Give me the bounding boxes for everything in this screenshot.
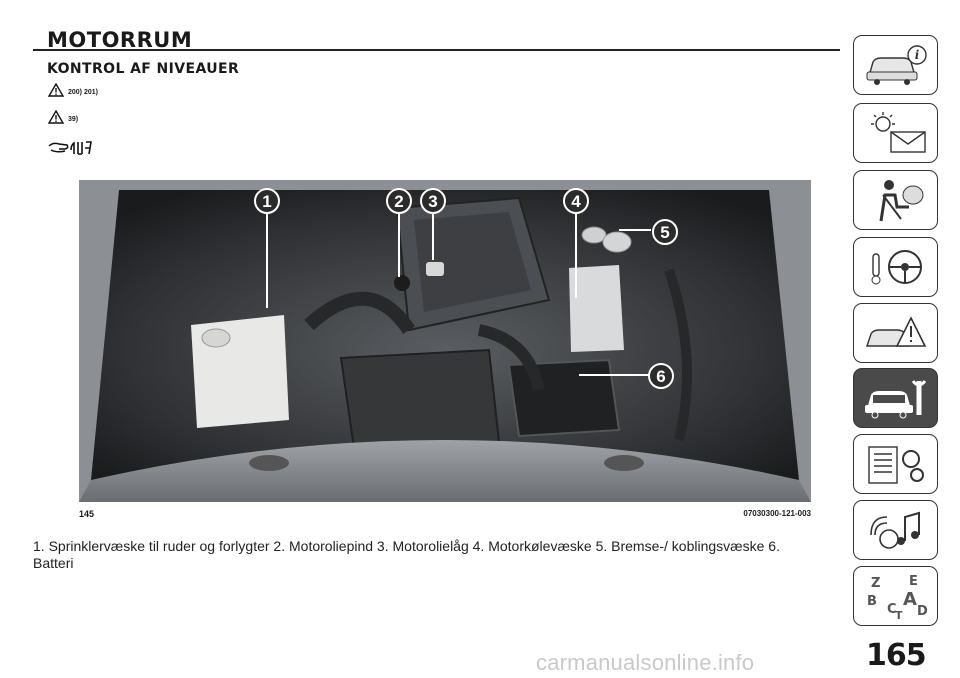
tab-lights-warnings[interactable] xyxy=(853,103,938,163)
page-number: 165 xyxy=(866,638,927,673)
callout-4: 4 xyxy=(563,188,589,214)
figure-caption: 1. Sprinklervæske til ruder og forlygter… xyxy=(33,538,780,571)
warning-reference-row: 200) 201) xyxy=(48,83,98,97)
index-letter: B xyxy=(867,594,877,609)
tab-emergency[interactable] xyxy=(853,303,938,363)
callout-1: 1 xyxy=(254,188,280,214)
svg-text:i: i xyxy=(914,48,919,62)
svg-text:2: 2 xyxy=(394,192,403,211)
tab-car-info[interactable]: i xyxy=(853,35,938,95)
tab-starting-driving[interactable] xyxy=(853,237,938,297)
airbag-seatbelt-icon xyxy=(879,180,923,222)
car-info-icon: i xyxy=(866,45,927,85)
emergency-icon xyxy=(865,316,926,347)
tab-multimedia[interactable] xyxy=(853,500,938,560)
svg-text:1: 1 xyxy=(262,192,271,211)
index-letter: C xyxy=(887,602,897,617)
caution-refs[interactable]: 39) xyxy=(68,116,79,123)
caution-reference-row: 39) xyxy=(48,110,78,124)
section-subtitle: KONTROL AF NIVEAUER xyxy=(47,61,240,77)
title-divider xyxy=(33,49,840,51)
callout-6: 6 xyxy=(648,363,674,389)
svg-text:3: 3 xyxy=(428,192,437,211)
watermark: carmanualsonline.info xyxy=(536,650,755,675)
technical-data-icon xyxy=(867,446,924,484)
steering-wheel-icon xyxy=(871,250,922,285)
engine-bay-figure: 1 2 3 4 5 6 xyxy=(79,180,811,502)
index-letters-icon: Z E B A C D T xyxy=(867,574,928,619)
callout-3: 3 xyxy=(420,188,446,214)
warning-refs[interactable]: 200) 201) xyxy=(68,89,98,96)
tab-technical-data[interactable] xyxy=(853,434,938,494)
hand-oil-icon xyxy=(48,141,92,155)
warning-triangle-icon xyxy=(48,83,64,97)
figure-code: 07030300-121-003 xyxy=(743,509,811,518)
tab-maintenance[interactable] xyxy=(853,368,938,428)
index-letter: Z xyxy=(871,576,880,591)
car-wrench-icon xyxy=(864,380,926,419)
index-letter: D xyxy=(917,604,928,619)
tab-index[interactable]: Z E B A C D T xyxy=(853,566,938,626)
callout-5: 5 xyxy=(652,219,678,245)
callout-2: 2 xyxy=(386,188,412,214)
warning-lights-icon xyxy=(870,112,926,153)
figure-number: 145 xyxy=(79,509,95,519)
svg-text:5: 5 xyxy=(660,223,669,242)
index-letter: A xyxy=(903,589,917,610)
index-letter: T xyxy=(895,609,903,619)
svg-text:4: 4 xyxy=(571,192,581,211)
section-title: MOTORRUM xyxy=(47,28,193,52)
multimedia-icon xyxy=(869,511,920,549)
svg-text:6: 6 xyxy=(656,367,665,386)
caution-triangle-icon xyxy=(48,110,64,124)
tab-safety[interactable] xyxy=(853,170,938,230)
index-letter: E xyxy=(909,574,918,589)
